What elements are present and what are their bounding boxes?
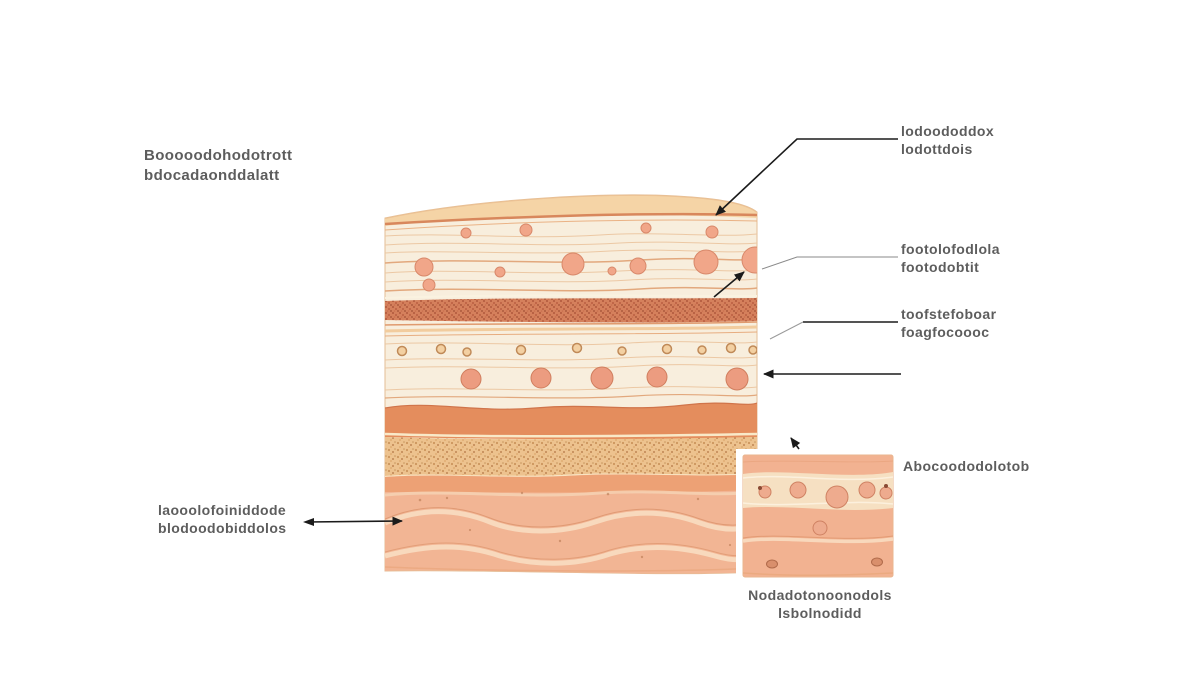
callout-inset-side-line1: Abocoododolotob: [903, 458, 1030, 474]
stratum-layer-2: [385, 341, 757, 399]
inset-caption-line1: Nodadotonoonodols: [748, 587, 892, 603]
callout-right-1-line1: lodoododdox: [901, 123, 995, 139]
callout-right-2: footolofodlola footodobtit: [901, 240, 1000, 276]
cell-dots-upper: [414, 222, 757, 292]
arrow-large-cell: [713, 271, 745, 298]
red-granular-band: [385, 294, 757, 337]
callout-top-left-line2: bdocadaonddalatt: [144, 167, 280, 184]
callout-right-3-line2: foagfocoooc: [901, 324, 990, 340]
arrow-dermis: [306, 516, 403, 526]
callout-right-2-line2: footodobtit: [901, 259, 980, 275]
dermis-layer: [385, 474, 757, 574]
inset-caption-line2: lsbolnodidd: [778, 605, 862, 621]
skin-block: [384, 194, 758, 575]
inset-cell-row: [758, 481, 893, 536]
callout-left-dermis-line1: laooolofoiniddode: [158, 502, 287, 518]
callout-left-dermis-line2: blodoodobiddolos: [158, 520, 287, 536]
ring-cell-row: [396, 342, 757, 357]
dermis-speckles: [418, 491, 732, 559]
leader-line-cell-layer: [761, 256, 898, 270]
callout-right-1-line2: lodottdois: [901, 141, 973, 157]
arrow-inset-source: [790, 437, 801, 450]
callout-right-3-line1: toofstefoboar: [901, 306, 997, 322]
arrow-dermis-left-head: [303, 518, 314, 526]
inset-block: [742, 454, 894, 578]
callout-inset-side: Abocoododolotob: [903, 457, 1030, 475]
leader-line-granular-band-tip: [769, 321, 804, 340]
callout-top-left-line1: Booooodohodotrott: [144, 147, 293, 164]
large-cell-row: [460, 366, 749, 391]
stratum-layer-1: [385, 222, 757, 292]
callout-left-dermis: laooolofoiniddode blodoodobiddolos: [158, 501, 286, 537]
leader-arrow-surface-layer: [715, 138, 898, 216]
golden-speckled-band: [385, 432, 757, 478]
inset-caption: Nodadotonoonodols lsbolnodidd: [740, 586, 900, 622]
callout-right-2-line1: footolofodlola: [901, 241, 1000, 257]
callout-right-1: lodoododdox lodottdois: [901, 122, 994, 158]
callout-top-left: Booooodohodotrott bdocadaonddalatt: [144, 146, 292, 186]
callout-right-3: toofstefoboar foagfocoooc: [901, 305, 996, 341]
cap-layer: [385, 194, 757, 231]
orange-band: [385, 402, 757, 440]
